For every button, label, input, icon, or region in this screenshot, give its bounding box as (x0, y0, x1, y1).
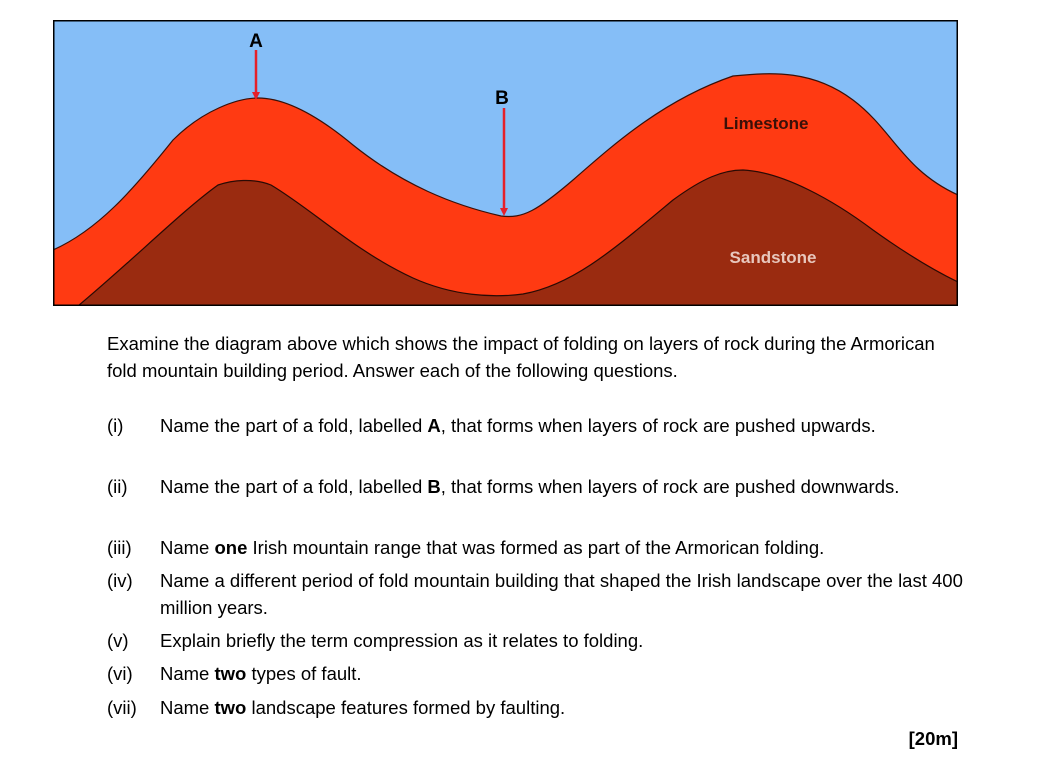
question-text: Name two types of fault. (160, 663, 362, 684)
question-text: Name a different period of fold mountain… (160, 570, 963, 618)
question-text: Name one Irish mountain range that was f… (160, 537, 825, 558)
question-number: (i) (107, 415, 124, 436)
fold-diagram: A B Limestone Sandstone (53, 20, 958, 306)
limestone-label: Limestone (723, 114, 808, 133)
question-text: Name the part of a fold, labelled A, tha… (160, 415, 876, 436)
sandstone-layer (77, 169, 958, 306)
question-number: (vii) (107, 697, 137, 718)
question-text: Name the part of a fold, labelled B, tha… (160, 476, 900, 497)
marks-total: [20m] (908, 728, 958, 749)
question-number: (v) (107, 630, 129, 651)
diagram-frame (53, 20, 958, 306)
label-b: B (495, 88, 509, 109)
label-a: A (249, 31, 263, 52)
question-text: Explain briefly the term compression as … (160, 630, 644, 651)
question-number: (vi) (107, 663, 133, 684)
question-number: (ii) (107, 476, 128, 497)
sandstone-label: Sandstone (730, 248, 817, 267)
question-number: (iv) (107, 570, 133, 591)
question-number: (iii) (107, 537, 132, 558)
intro-text: Examine the diagram above which shows th… (107, 333, 935, 381)
question-text: Name two landscape features formed by fa… (160, 697, 566, 718)
